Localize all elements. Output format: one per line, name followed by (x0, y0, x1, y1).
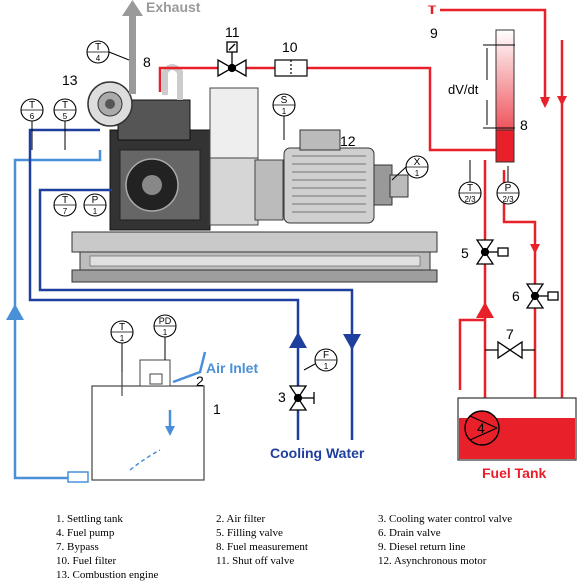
drain-valve[interactable] (525, 283, 559, 309)
test-bench-schematic: Exhaust Air Inlet Cooling Water (6, 0, 577, 483)
sensor-t5: T 5 (53, 98, 77, 122)
fuel-measurement-burette (483, 29, 515, 163)
svg-text:1: 1 (282, 107, 287, 116)
combustion-engine (87, 64, 211, 231)
shut-off-valve[interactable] (217, 41, 247, 78)
legend-item: 10. Fuel filter (56, 555, 117, 567)
num-8a: 8 (143, 54, 151, 70)
num-7: 7 (506, 326, 514, 342)
component-numbers: 1 2 3 4 5 6 7 8 8 9 10 11 12 13 (62, 24, 528, 436)
num-4: 4 (477, 420, 485, 436)
settling-tank (67, 359, 205, 483)
sensor-s1: S 1 (272, 93, 296, 117)
svg-text:T: T (62, 100, 68, 111)
svg-text:S: S (281, 95, 288, 106)
svg-text:T: T (95, 42, 101, 53)
sensor-pd1: PD 1 (153, 314, 177, 338)
legend-item: 4. Fuel pump (56, 527, 115, 539)
fuel-pump (464, 410, 500, 446)
cooling-water-control-valve[interactable] (288, 385, 315, 411)
bypass-valve[interactable] (485, 340, 535, 360)
legend-col-3: 3. Cooling water control valve 6. Drain … (378, 512, 512, 568)
sensor-t1: T 1 (110, 320, 134, 344)
legend-item: 13. Combustion engine (56, 569, 159, 581)
svg-text:6: 6 (30, 112, 35, 121)
exhaust-label: Exhaust (146, 0, 201, 15)
legend-item: 12. Asynchronous motor (378, 555, 487, 567)
legend-item: 1. Settling tank (56, 513, 123, 525)
svg-text:T: T (119, 322, 125, 333)
legend-item: 3. Cooling water control valve (378, 513, 513, 525)
legend-item: 8. Fuel measurement (216, 541, 308, 553)
air-inlet-label: Air Inlet (206, 360, 258, 376)
sensor-t23: T 2/3 (458, 181, 482, 205)
svg-text:P: P (505, 183, 512, 194)
svg-text:T: T (29, 100, 35, 111)
filling-valve[interactable] (475, 239, 509, 265)
num-12: 12 (340, 133, 356, 149)
svg-text:2/3: 2/3 (502, 195, 514, 204)
num-9: 9 (430, 25, 438, 41)
sensor-f1: F 1 (314, 348, 338, 372)
legend-item: 6. Drain valve (378, 527, 441, 539)
svg-text:1: 1 (93, 207, 98, 216)
num-6: 6 (512, 288, 520, 304)
fuel-filter (274, 59, 308, 77)
svg-text:5: 5 (63, 112, 68, 121)
num-11: 11 (225, 24, 240, 40)
sensor-p1: P 1 (83, 193, 107, 217)
num-10: 10 (282, 39, 298, 55)
svg-text:P: P (92, 195, 99, 206)
svg-text:X: X (414, 157, 421, 168)
legend-col-1: 1. Settling tank 4. Fuel pump 7. Bypass … (56, 512, 158, 582)
num-2: 2 (196, 373, 204, 389)
fuel-tank (457, 397, 577, 461)
air-inlet-line (13, 150, 207, 480)
sensor-p23: P 2/3 (496, 181, 520, 205)
svg-text:F: F (323, 350, 329, 361)
legend-item: 11. Shut off valve (216, 555, 295, 567)
svg-text:T: T (62, 195, 68, 206)
base-frame (71, 231, 438, 253)
exhaust-line (122, 0, 143, 94)
legend-item: 2. Air filter (216, 513, 266, 525)
machine-assembly (71, 64, 438, 283)
num-13: 13 (62, 72, 78, 88)
dv-dt-label: dV/dt (448, 82, 479, 97)
sensor-t6: T 6 (20, 98, 44, 122)
num-3: 3 (278, 389, 286, 405)
svg-text:PD: PD (159, 316, 172, 326)
svg-text:2/3: 2/3 (464, 195, 476, 204)
svg-text:1: 1 (324, 362, 329, 371)
svg-text:7: 7 (63, 207, 68, 216)
sensor-t7: T 7 (53, 193, 77, 217)
legend-col-2: 2. Air filter 5. Filling valve 8. Fuel m… (216, 512, 308, 568)
num-1: 1 (213, 401, 221, 417)
svg-text:1: 1 (415, 169, 420, 178)
num-8b: 8 (520, 117, 528, 133)
svg-text:T: T (467, 183, 473, 194)
legend-item: 7. Bypass (56, 541, 99, 553)
svg-text:1: 1 (120, 334, 125, 343)
asynchronous-motor (283, 129, 409, 224)
svg-text:4: 4 (96, 54, 101, 63)
sensor-t4: T 4 (86, 40, 110, 64)
svg-text:1: 1 (163, 328, 168, 337)
sensor-x1: X 1 (405, 155, 429, 179)
num-5: 5 (461, 245, 469, 261)
fuel-tank-label: Fuel Tank (482, 465, 547, 481)
legend-item: 9. Diesel return line (378, 541, 466, 553)
cooling-water-label: Cooling Water (270, 445, 365, 461)
legend-item: 5. Filling valve (216, 527, 283, 539)
